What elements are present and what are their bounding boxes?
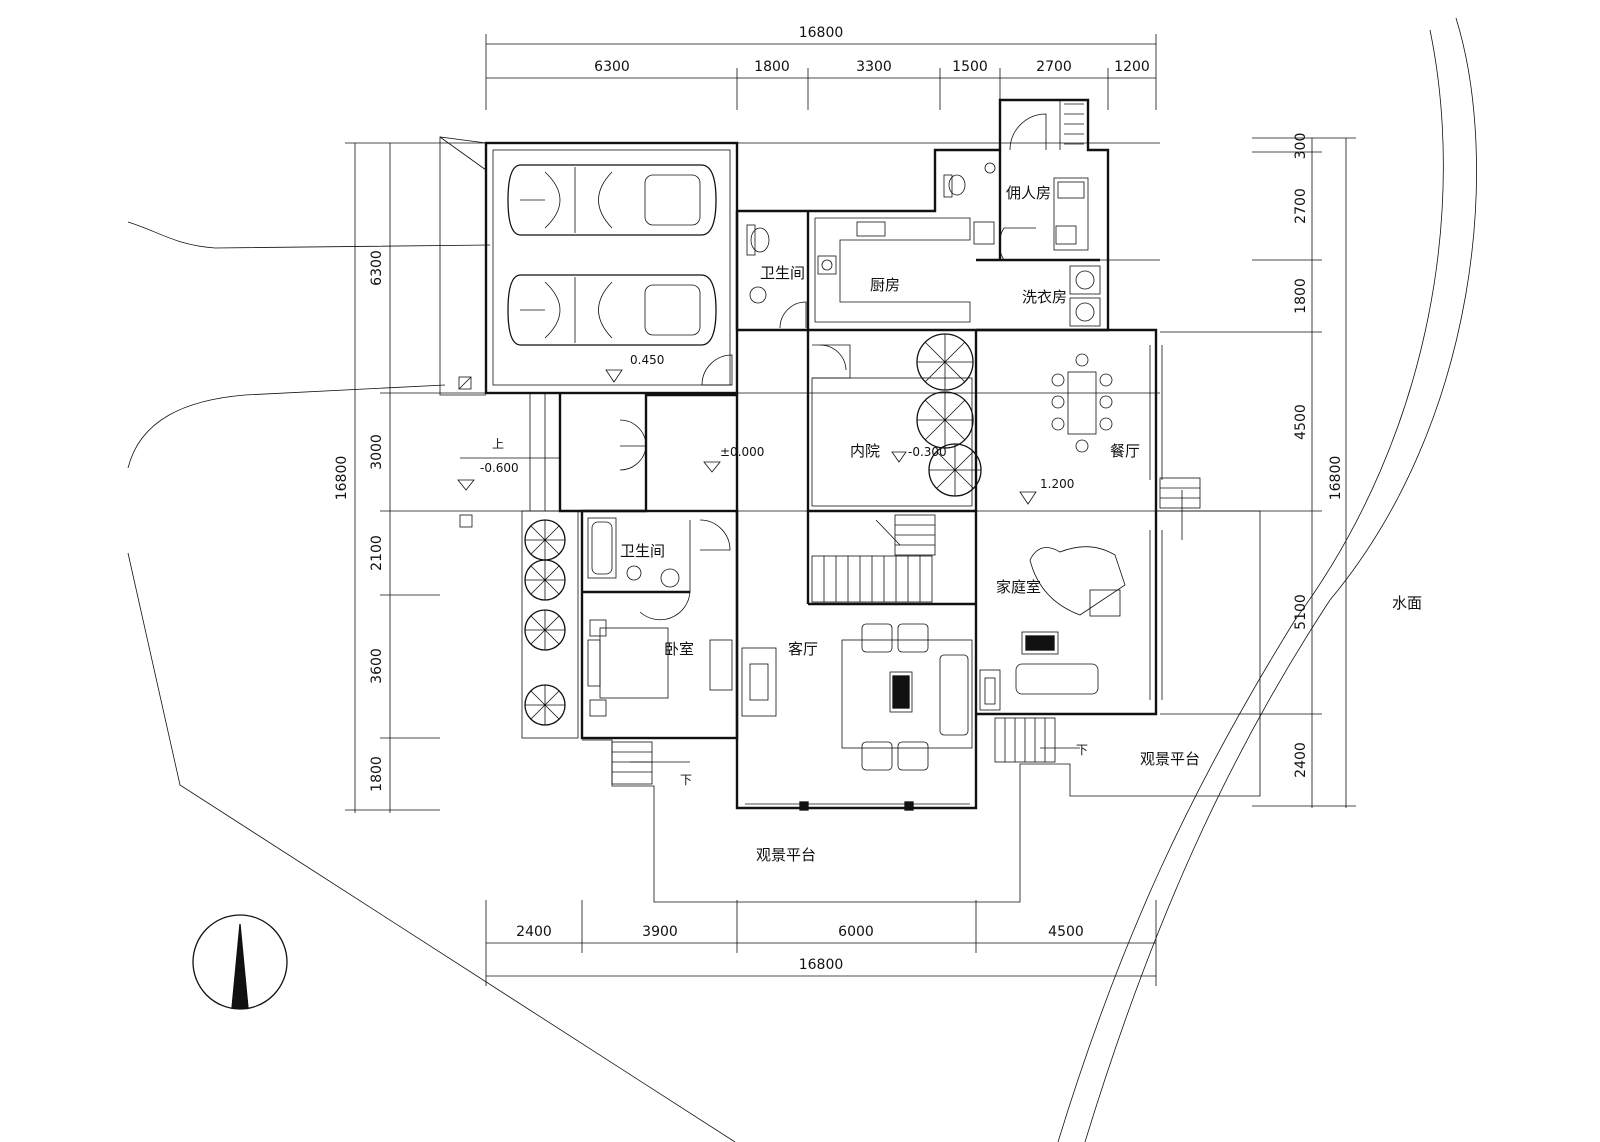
right-dimension-5: 5100	[1293, 594, 1309, 630]
dining-room	[976, 328, 1163, 716]
dining-level: 1.200	[1040, 477, 1074, 491]
top-dimension-lines	[485, 34, 1157, 110]
left-dimension-labels: 6300 3000 2100 3600 1800 16800	[334, 250, 385, 792]
right-total-dimension: 16800	[1328, 456, 1344, 501]
grid-axis-lines	[440, 142, 1252, 715]
bottom-total-dimension: 16800	[799, 957, 844, 973]
left-dimension-2: 3000	[369, 434, 385, 470]
right-dimension-labels: 300 2700 1800 4500 5100 2400 16800	[1293, 133, 1344, 778]
car-bottom	[507, 274, 717, 346]
entry-hall: ±0.000 上 -0.600	[457, 393, 764, 528]
bottom-dimension-2: 3900	[642, 924, 678, 940]
label-terrace-east: 观景平台	[1140, 750, 1200, 768]
right-dimension-1: 300	[1293, 133, 1309, 160]
room-labels: 卫生间 厨房 佣人房 洗衣房 内院 -0.300 餐厅 1.200 卫生间 卧室…	[620, 184, 1422, 864]
top-dimension-3: 3300	[856, 59, 892, 75]
label-water: 水面	[1392, 594, 1422, 612]
top-dimension-5: 2700	[1036, 59, 1072, 75]
stair-mark-southwest: 下	[680, 773, 692, 787]
top-dimension-4: 1500	[952, 59, 988, 75]
north-arrow-icon	[192, 914, 288, 1010]
bottom-dimension-labels: 2400 3900 6000 4500 16800	[516, 924, 1084, 973]
right-dimension-lines	[1252, 137, 1356, 808]
right-dimension-4: 4500	[1293, 404, 1309, 440]
top-dimension-2: 1800	[754, 59, 790, 75]
courtyard	[806, 330, 982, 513]
courtyard-trees	[916, 333, 982, 497]
outdoor-level: -0.600	[480, 461, 519, 475]
label-bedroom: 卧室	[664, 640, 694, 658]
top-dimension-labels: 16800 6300 1800 3300 1500 2700 1200	[594, 25, 1150, 75]
left-dimension-1: 6300	[369, 250, 385, 286]
planter-plants	[524, 519, 566, 726]
bottom-dimension-3: 6000	[838, 924, 874, 940]
family-room	[974, 511, 1163, 714]
entry-level: ±0.000	[720, 445, 764, 459]
left-dimension-5: 1800	[369, 756, 385, 792]
label-courtyard: 内院	[850, 442, 880, 460]
site-boundary-lines	[127, 17, 1477, 1142]
top-total-dimension: 16800	[799, 25, 844, 41]
label-family-room: 家庭室	[996, 578, 1041, 596]
bottom-dimension-4: 4500	[1048, 924, 1084, 940]
stair-mark-southeast: 下	[1076, 743, 1088, 757]
right-dimension-3: 1800	[1293, 278, 1309, 314]
label-dining: 餐厅	[1110, 442, 1140, 460]
label-kitchen: 厨房	[870, 276, 900, 294]
garage: 0.450	[439, 136, 739, 396]
right-dimension-2: 2700	[1293, 188, 1309, 224]
label-living: 客厅	[788, 640, 818, 658]
east-terrace	[582, 477, 1261, 903]
courtyard-level: -0.300	[908, 445, 947, 459]
bottom-dimension-lines	[485, 900, 1157, 986]
left-dimension-4: 3600	[369, 648, 385, 684]
label-servant-room: 佣人房	[1006, 184, 1051, 202]
main-stair	[811, 514, 936, 603]
service-block-walls	[735, 98, 1110, 332]
left-dimension-lines	[345, 142, 440, 813]
up-mark: 上	[492, 437, 504, 451]
label-bath-north: 卫生间	[760, 264, 805, 282]
right-dimension-6: 2400	[1293, 742, 1309, 778]
top-dimension-1: 6300	[594, 59, 630, 75]
left-total-dimension: 16800	[334, 456, 350, 501]
bottom-dimension-1: 2400	[516, 924, 552, 940]
label-terrace-south: 观景平台	[756, 846, 816, 864]
top-dimension-6: 1200	[1114, 59, 1150, 75]
label-laundry: 洗衣房	[1022, 288, 1067, 306]
car-top	[507, 164, 717, 236]
living-room	[735, 511, 978, 811]
left-dimension-3: 2100	[369, 535, 385, 571]
label-bath-south: 卫生间	[620, 542, 665, 560]
garage-level: 0.450	[630, 353, 664, 367]
